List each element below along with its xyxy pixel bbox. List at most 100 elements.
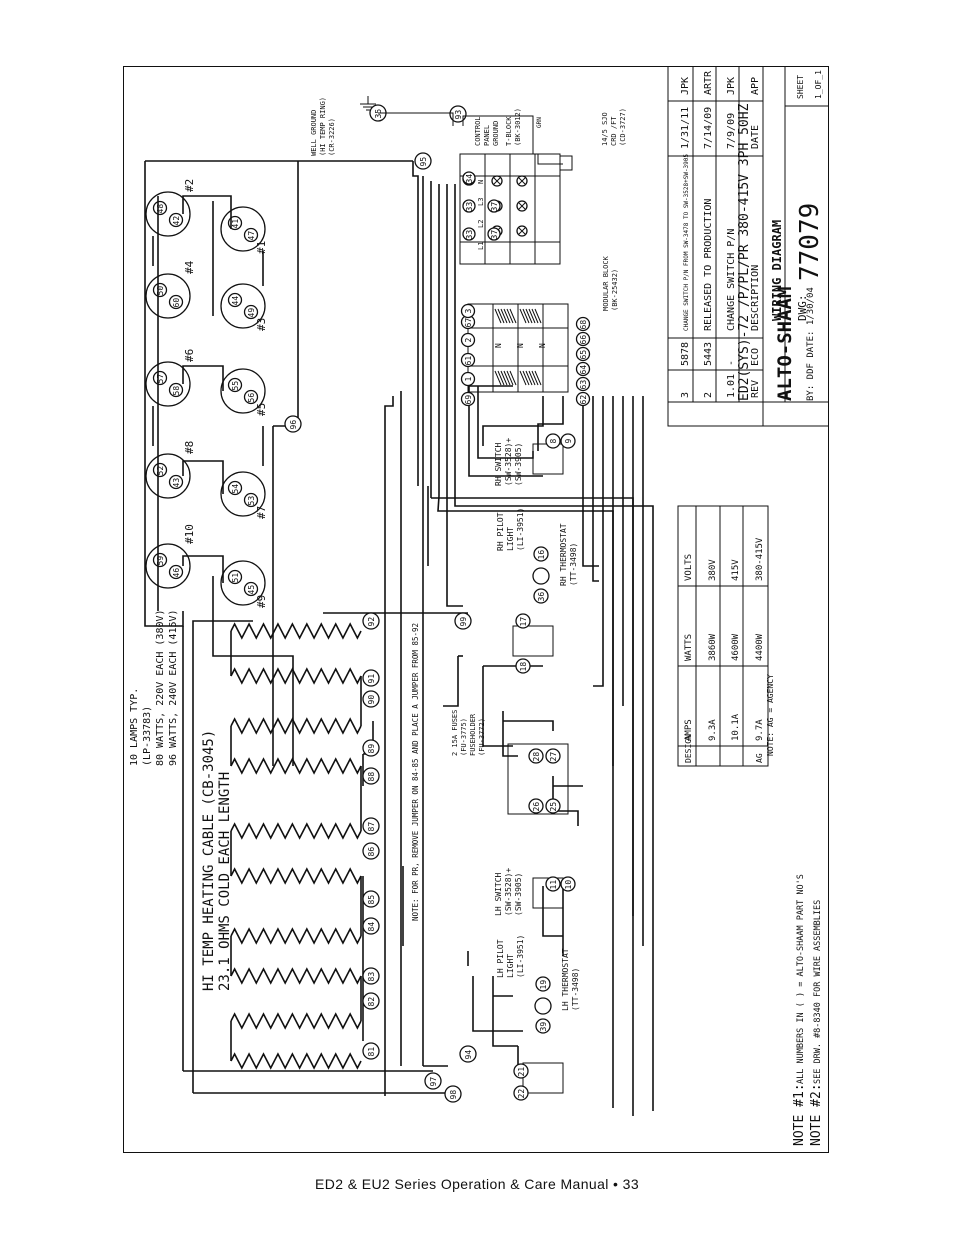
lamp-terminal: 46 — [168, 564, 184, 580]
pr-note: NOTE: FOR PR, REMOVE JUMPER ON 84-85 AND… — [411, 623, 420, 921]
fuses-3: FUSEHOLDER — [469, 713, 477, 756]
svg-text:64: 64 — [579, 365, 588, 375]
svg-text:53: 53 — [247, 496, 256, 506]
ground-terminal-93: 93 — [449, 105, 467, 123]
revision-cell: 7/9/09 — [726, 113, 737, 149]
lamp-terminal: 50 — [152, 282, 168, 298]
heating-cable-length-4 — [230, 757, 362, 831]
svg-text:21: 21 — [517, 1067, 526, 1077]
lh-switch-1: LH SWITCH — [494, 872, 503, 916]
svg-text:67: 67 — [464, 318, 473, 328]
svg-text:46: 46 — [172, 568, 181, 578]
design-tag: AG — [755, 753, 764, 763]
svg-text:36: 36 — [537, 592, 546, 602]
svg-text:34: 34 — [465, 174, 474, 184]
dwg-number: 77079 — [795, 203, 825, 281]
rh-switch-2: (SW-3528)+ — [504, 438, 513, 486]
rh-thermo-2: (TT-3498) — [569, 543, 578, 586]
lamp-terminal: 45 — [243, 581, 259, 597]
svg-text:9: 9 — [564, 439, 573, 444]
lh-switch-2: (SW-3528)+ — [504, 868, 513, 916]
rh-switch-1: RH SWITCH — [494, 442, 503, 486]
heating-cable-group — [230, 622, 362, 1070]
supply-2: CRD /FT — [610, 116, 618, 146]
revision-cell: 1/31/11 — [680, 107, 691, 149]
rh-thermostat — [512, 625, 554, 657]
lamp-terminal: 56 — [243, 389, 259, 405]
heating-cable-length-2 — [230, 667, 362, 726]
svg-text:54: 54 — [231, 484, 240, 494]
page-footer: ED2 & EU2 Series Operation & Care Manual… — [314, 1176, 640, 1192]
svg-text:59: 59 — [156, 556, 165, 566]
svg-text:68: 68 — [579, 320, 588, 330]
svg-text:42: 42 — [172, 216, 181, 226]
wire-terminal-94: 94 — [459, 1045, 477, 1063]
cable-note-1: HI TEMP HEATING CABLE (CB-3045) — [201, 730, 217, 991]
fuses-2: (FU-3775) — [460, 718, 468, 756]
well-ground-2: (HI TEMP RING) — [319, 97, 327, 156]
svg-text:25: 25 — [549, 802, 558, 812]
svg-text:57: 57 — [156, 374, 165, 384]
modular-terminal-1: 1 — [460, 371, 476, 387]
lh-thermo-terminal-22: 22 — [513, 1085, 529, 1101]
svg-text:56: 56 — [247, 393, 256, 403]
svg-text:81: 81 — [367, 1047, 376, 1057]
cable-terminal-89: 89 — [362, 739, 380, 757]
tblock-terminal: 37 — [487, 199, 501, 213]
modular-terminal-2: 2 — [460, 332, 476, 348]
rh-switch-terminal-8: 8 — [545, 433, 561, 449]
revision-cell: 5878 — [680, 342, 691, 366]
svg-text:99: 99 — [459, 617, 468, 627]
cable-terminal-92: 92 — [362, 612, 380, 630]
model-line: ED2(SYS)-72 /P/PL/PR 380-415V 3PH 50HZ — [737, 103, 752, 401]
cable-terminal-87: 87 — [362, 817, 380, 835]
svg-text:95: 95 — [419, 157, 428, 167]
lamp-label: #1 — [255, 241, 268, 254]
lamp-note-2: (LP-33783) — [142, 706, 153, 766]
lamp-label: #4 — [183, 260, 196, 274]
svg-text:88: 88 — [367, 772, 376, 782]
lamp-group: 4842#24147#15060#44449#35758#65556#55243… — [145, 179, 268, 608]
wire-terminal-99: 99 — [454, 612, 472, 630]
revision-cell: 3 — [680, 392, 691, 398]
lamp-terminal: 60 — [168, 294, 184, 310]
modular-2: (BK-25432) — [611, 269, 619, 311]
revision-cell: 5443 — [703, 342, 714, 366]
cable-terminal-90: 90 — [362, 690, 380, 708]
svg-text:94: 94 — [464, 1050, 473, 1060]
lamp-label: #9 — [255, 595, 268, 608]
revision-cell: REV — [750, 380, 761, 398]
tblock-label: L3 — [477, 198, 485, 206]
svg-text:85: 85 — [367, 895, 376, 905]
gnd-label: GRN — [536, 117, 543, 128]
modular-label: N — [538, 343, 547, 348]
design-header: AMPS — [684, 719, 694, 741]
modular-terminal-65: 65 — [575, 346, 591, 362]
lamp-label: #3 — [255, 318, 268, 331]
tblock-terminal: 33 — [462, 199, 476, 213]
lh-thermo-1: LH THERMOSTAT — [561, 948, 570, 1011]
by-line: BY: DDF DATE: 1/30/04 — [806, 287, 816, 401]
lh-switch-terminal-10: 10 — [560, 876, 576, 892]
design-cell: 415V — [731, 559, 741, 581]
svg-text:96: 96 — [289, 420, 298, 430]
heating-cable-length-6 — [230, 867, 362, 936]
ground-symbol — [360, 96, 563, 165]
lh-pilot-2: LIGHT — [506, 954, 515, 978]
svg-text:82: 82 — [367, 997, 376, 1007]
rh-pilot-terminal-16: 16 — [533, 546, 549, 562]
modular-terminal-62: 62 — [575, 391, 591, 407]
lamp-terminal: 54 — [227, 480, 243, 496]
modular-terminal-3: 3 — [460, 303, 476, 319]
design-cell: 4400W — [755, 633, 765, 661]
note1-text: ALL NUMBERS IN ( ) = ALTO-SHAAM PART NO'… — [796, 874, 806, 1084]
lamp-terminal: 43 — [168, 474, 184, 490]
revision-cell: ARTR — [703, 70, 714, 95]
agency-note: NOTE: AG = AGENCY — [766, 674, 775, 756]
lamp-terminal: 51 — [227, 569, 243, 585]
